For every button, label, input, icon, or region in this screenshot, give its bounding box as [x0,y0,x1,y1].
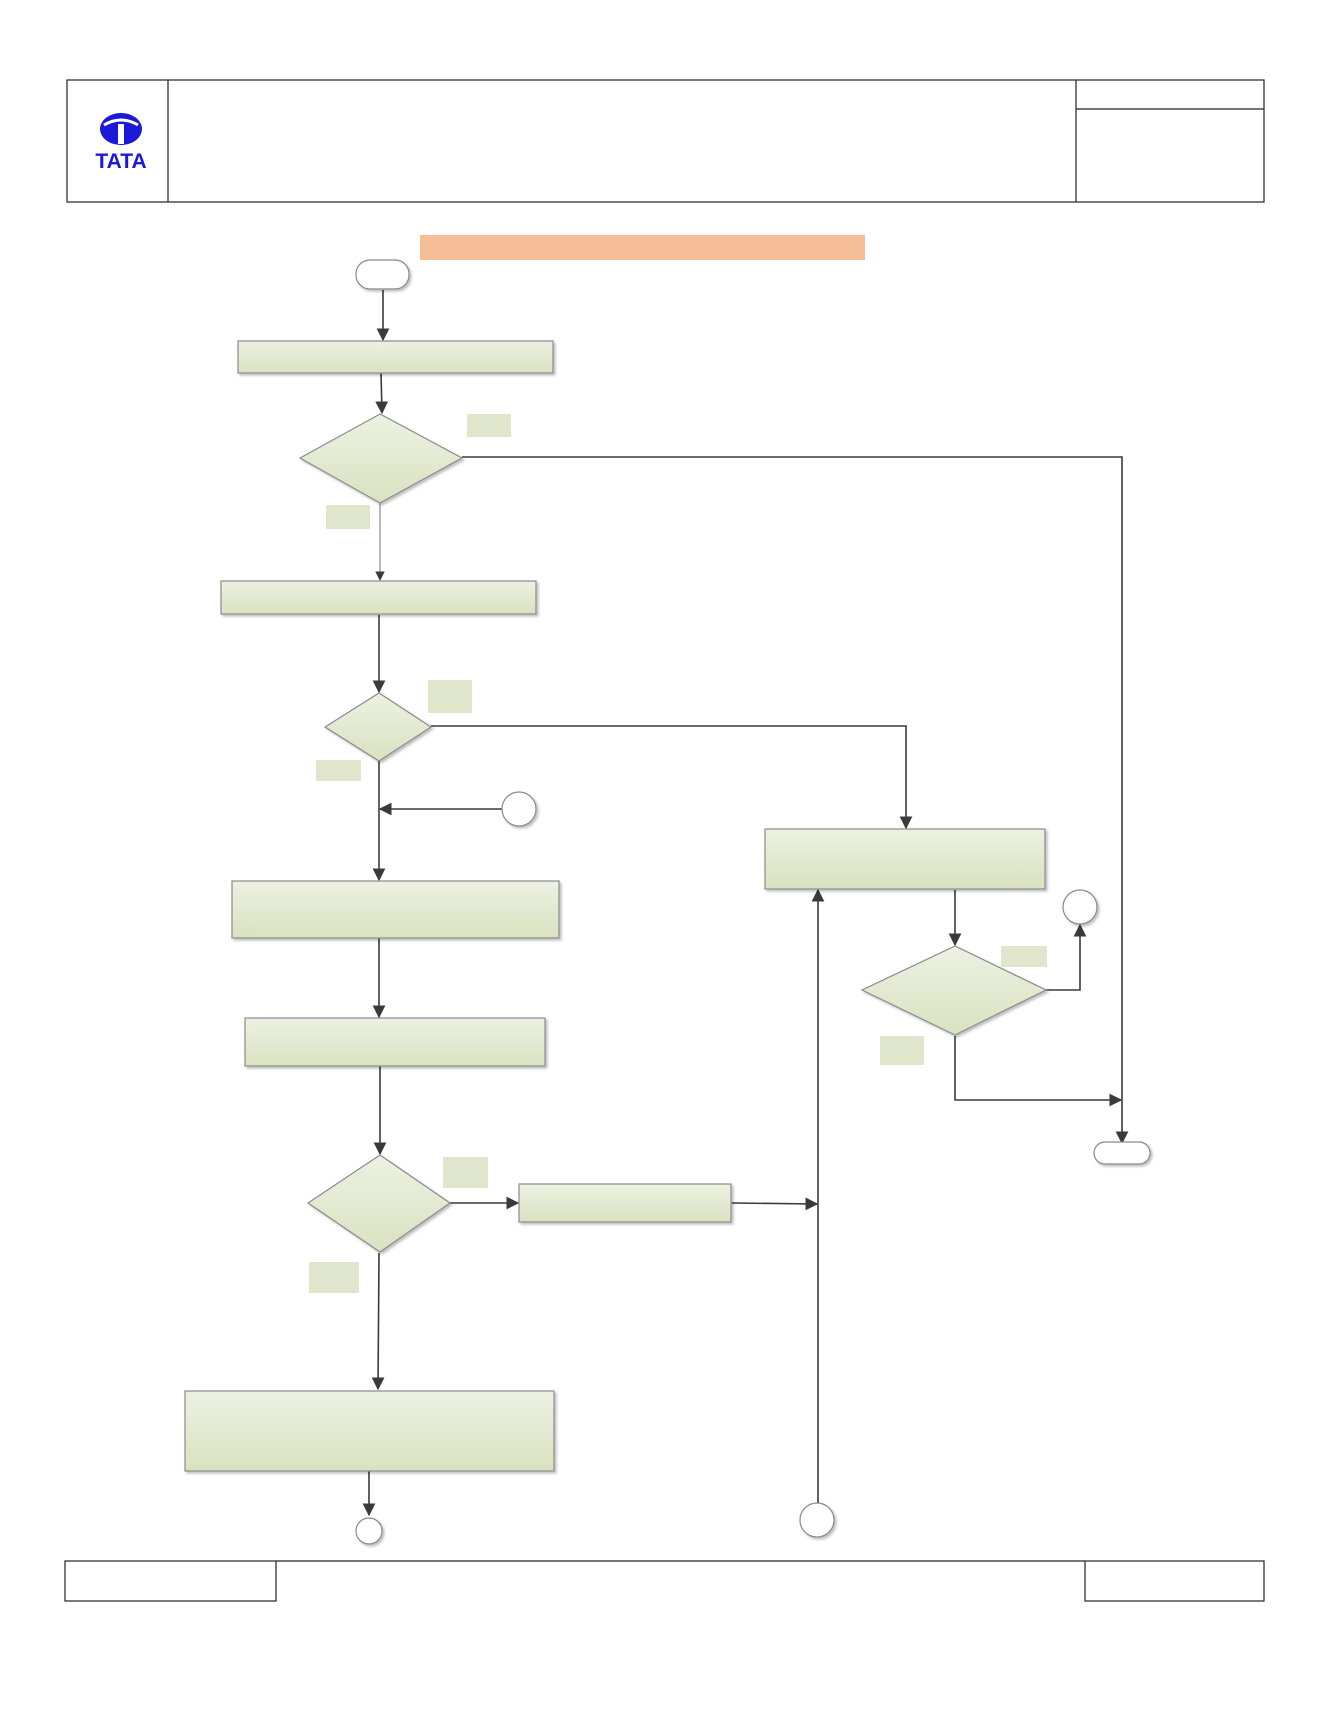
flow-p5-merge [731,1197,819,1211]
branch-label-d4-right [1001,946,1047,967]
document-footer [64,1560,1265,1602]
process-box-2 [220,580,537,615]
process-box-1 [237,340,554,374]
decision-diamond-1 [298,413,464,504]
branch-label-d3-down [309,1262,359,1293]
process-box-4 [244,1017,546,1067]
branch-label-d1-down [326,505,370,529]
tata-logo: TATA [95,113,147,173]
branch-label-d1-right [467,414,511,437]
flow-p1-d1 [375,372,389,415]
decision-diamond-4 [860,945,1048,1036]
start-terminator [355,259,410,290]
connector-circle-4 [799,1502,835,1538]
logo-text: TATA [95,150,146,173]
branch-label-d2-down [316,760,361,781]
process-box-7 [184,1390,555,1472]
decision-diamond-2 [323,692,433,762]
flow-d4-c2 [1046,923,1087,991]
document-header: TATA [66,79,1265,203]
flow-d3-p7 [371,1252,385,1391]
process-box-6 [764,828,1046,890]
connector-circle-3 [355,1517,383,1545]
title-banner [420,235,865,260]
process-box-5 [518,1183,732,1223]
process-box-3 [231,880,560,939]
end-terminator [1093,1141,1151,1165]
connector-circle-1 [501,791,537,827]
flow-d1-end [462,456,1129,1145]
branch-label-d3-right [443,1157,488,1188]
flow-d2-p6 [431,725,913,830]
decision-diamond-3 [306,1154,452,1253]
branch-label-d2-right [428,680,472,713]
connector-circle-2 [1062,889,1098,925]
branch-label-d4-down [880,1036,924,1065]
flow-lines [362,290,1129,1517]
flow-d4-end [954,1036,1123,1107]
